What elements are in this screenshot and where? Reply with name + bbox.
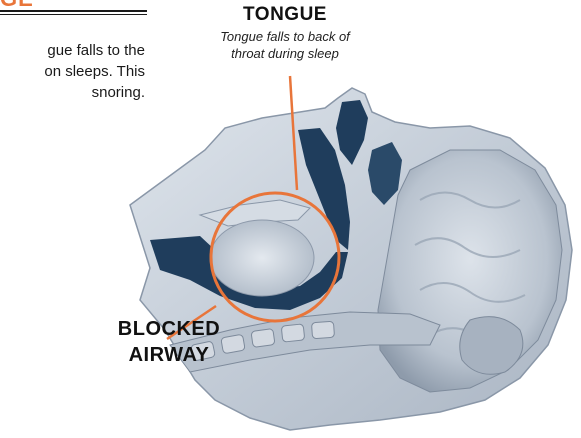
blocked-airway-line-1: BLOCKED bbox=[104, 316, 234, 342]
blocked-airway-label: BLOCKED AIRWAY bbox=[104, 316, 234, 368]
tongue bbox=[210, 220, 314, 296]
tongue-title: TONGUE bbox=[170, 4, 400, 26]
tongue-subtitle: Tongue falls to back of throat during sl… bbox=[170, 28, 400, 62]
blocked-airway-line-2: AIRWAY bbox=[104, 342, 234, 368]
tongue-subtitle-line-1: Tongue falls to back of bbox=[170, 28, 400, 45]
cerebellum bbox=[460, 317, 523, 375]
tongue-subtitle-line-2: throat during sleep bbox=[170, 45, 400, 62]
